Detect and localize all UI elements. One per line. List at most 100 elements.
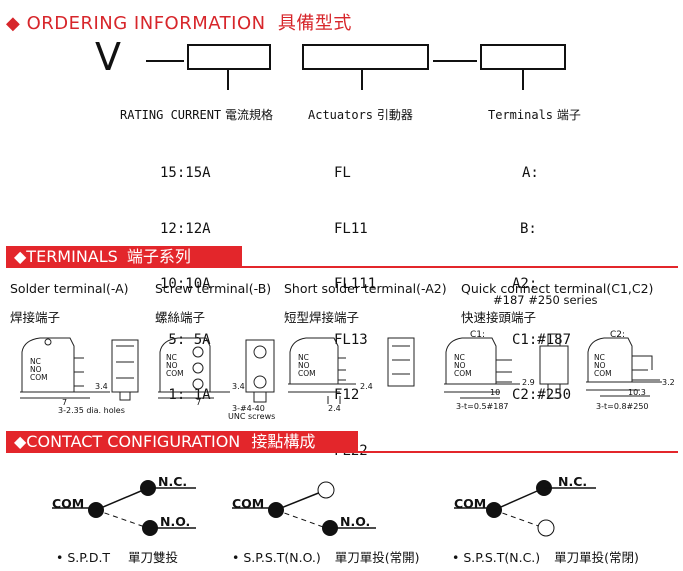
short-dim-ticks <box>327 396 341 404</box>
rating-header: RATING CURRENT 電流規格 <box>120 108 273 122</box>
spst-nc-caption: • S.P.S.T(N.C.) 單刀單投(常閉) <box>452 550 639 565</box>
terminal-item: A2: <box>512 276 538 292</box>
screw-note-a: 3-#4-40 <box>232 404 265 413</box>
terminal-type-screw: Screw terminal(-B) <box>155 281 272 296</box>
dash-1 <box>146 60 184 62</box>
solder-front-lines <box>116 345 134 379</box>
c1-tabs <box>496 359 512 383</box>
rating-list: 15:15A 12:12A 10:10A 5: 5A 1: 1A <box>160 127 211 423</box>
screw-head-1 <box>192 346 204 358</box>
screw-dim-7: 7 <box>196 398 202 407</box>
terminal-list: A: B: A2: C1:#187 C2:#250 <box>512 127 571 423</box>
terminals-rule <box>6 266 678 268</box>
c1-contact-labels: NC NO COM <box>454 353 472 378</box>
c1-label: C1: <box>470 330 486 340</box>
spdt-no: N.O. <box>160 514 191 529</box>
terminal-leader <box>522 70 524 90</box>
terminal-item: C2:#250 <box>512 387 572 403</box>
rating-box <box>187 44 271 70</box>
screw-head-3 <box>192 378 204 390</box>
terminals-header: Terminals 端子 <box>488 108 581 122</box>
actuator-box <box>302 44 429 70</box>
rating-item: 12:12A <box>160 220 211 237</box>
screw-front-head <box>253 345 267 359</box>
spst-nc-diagram <box>454 480 596 537</box>
quick-series: #187 #250 series <box>493 293 598 307</box>
c1-note: 3-t=0.5#187 <box>456 402 509 411</box>
spdt-diagram <box>52 480 196 536</box>
actuators-header: Actuators 引動器 <box>308 108 413 122</box>
terminal-cn-screw: 螺絲端子 <box>155 310 206 325</box>
c2-note: 3-t=0.8#250 <box>596 402 649 411</box>
spst-no-com: COM <box>232 496 265 511</box>
spst-nc-nc: N.C. <box>558 474 588 489</box>
solder-holes-note: 3-2.35 dia. holes <box>58 406 125 415</box>
short-switch-body <box>289 337 339 385</box>
model-prefix: V <box>95 35 121 79</box>
c2-dim-10-3: 10.3 <box>628 388 646 397</box>
screw-front-pin <box>253 391 267 403</box>
spst-no-diagram <box>232 481 376 536</box>
screw-baseline <box>158 391 230 399</box>
solder-switch-body <box>21 337 75 393</box>
rating-item: 1: 1A <box>160 387 211 403</box>
c2-dim-3-2: 3.2 <box>662 378 675 387</box>
c1-front-tab <box>547 383 561 399</box>
short-dim-2-4a: 2.4 <box>360 382 373 391</box>
c1-dim-10: 10 <box>490 388 501 397</box>
actuator-list: FL FL11 FL111 FL13 F12 FL22 <box>334 127 376 479</box>
c2-contact-labels: NC NO COM <box>594 353 612 378</box>
c1-switch-body <box>445 337 497 385</box>
c1-dim-2-9: 2.9 <box>522 378 535 387</box>
actuator-item: FL <box>334 165 351 181</box>
contact-banner: ◆CONTACT CONFIGURATION 接點構成 <box>6 431 358 453</box>
spdt-caption: • S.P.D.T 單刀雙投 <box>56 550 179 565</box>
spdt-com: COM <box>52 496 85 511</box>
solder-contact-labels: NC NO COM <box>30 357 48 382</box>
ordering-title: ◆ ORDERING INFORMATION 具備型式 <box>6 13 352 34</box>
rating-leader <box>227 70 229 90</box>
c2-switch-body <box>587 337 633 383</box>
solder-mount-hole <box>44 338 52 346</box>
terminal-type-short-solder: Short solder terminal(-A2) <box>284 281 447 296</box>
c2-label: C2: <box>610 330 626 340</box>
terminal-cn-quick: 快速接頭端子 <box>461 310 537 325</box>
spst-no-no: N.O. <box>340 514 371 529</box>
spdt-nc: N.C. <box>158 474 188 489</box>
short-front-lines <box>392 345 410 375</box>
actuator-item: FL13 <box>334 331 368 348</box>
short-front-body <box>387 337 415 387</box>
terminal-cn-solder: 焊接端子 <box>10 310 61 325</box>
terminal-item: C1:#187 <box>512 331 572 348</box>
dash-2 <box>433 60 477 62</box>
screw-front-head <box>253 375 267 389</box>
spst-no-caption: • S.P.S.T(N.O.) 單刀單投(常開) <box>232 550 420 565</box>
terminal-box <box>480 44 566 70</box>
solder-terminals <box>74 357 84 387</box>
solder-front-pin <box>119 391 131 401</box>
solder-baseline <box>20 391 110 399</box>
screw-note-b: UNC screws <box>228 412 276 421</box>
terminals-banner: ◆TERMINALS 端子系列 <box>6 246 242 268</box>
c1-front-cap <box>547 333 561 347</box>
short-baseline <box>288 383 356 393</box>
terminal-type-quick: Quick connect terminal(C1,C2) <box>461 281 654 296</box>
c1-baseline <box>444 383 520 393</box>
actuator-leader <box>361 70 363 90</box>
screw-switch-body <box>159 337 211 393</box>
actuator-item: FL11 <box>334 220 368 237</box>
terminal-item: A: <box>522 165 539 181</box>
rating-item: 15:15A <box>160 165 211 181</box>
rating-item: 5: 5A <box>160 331 211 348</box>
short-dim-2-4b: 2.4 <box>328 404 341 413</box>
spst-nc-com: COM <box>454 496 487 511</box>
solder-dim-7: 7 <box>62 398 68 407</box>
actuator-item: FL111 <box>334 276 377 292</box>
screw-head-2 <box>192 362 204 374</box>
terminal-cn-short-solder: 短型焊接端子 <box>284 310 360 325</box>
terminal-item: B: <box>520 220 537 237</box>
short-contact-labels: NC NO COM <box>298 353 316 378</box>
short-terminals <box>338 357 346 381</box>
